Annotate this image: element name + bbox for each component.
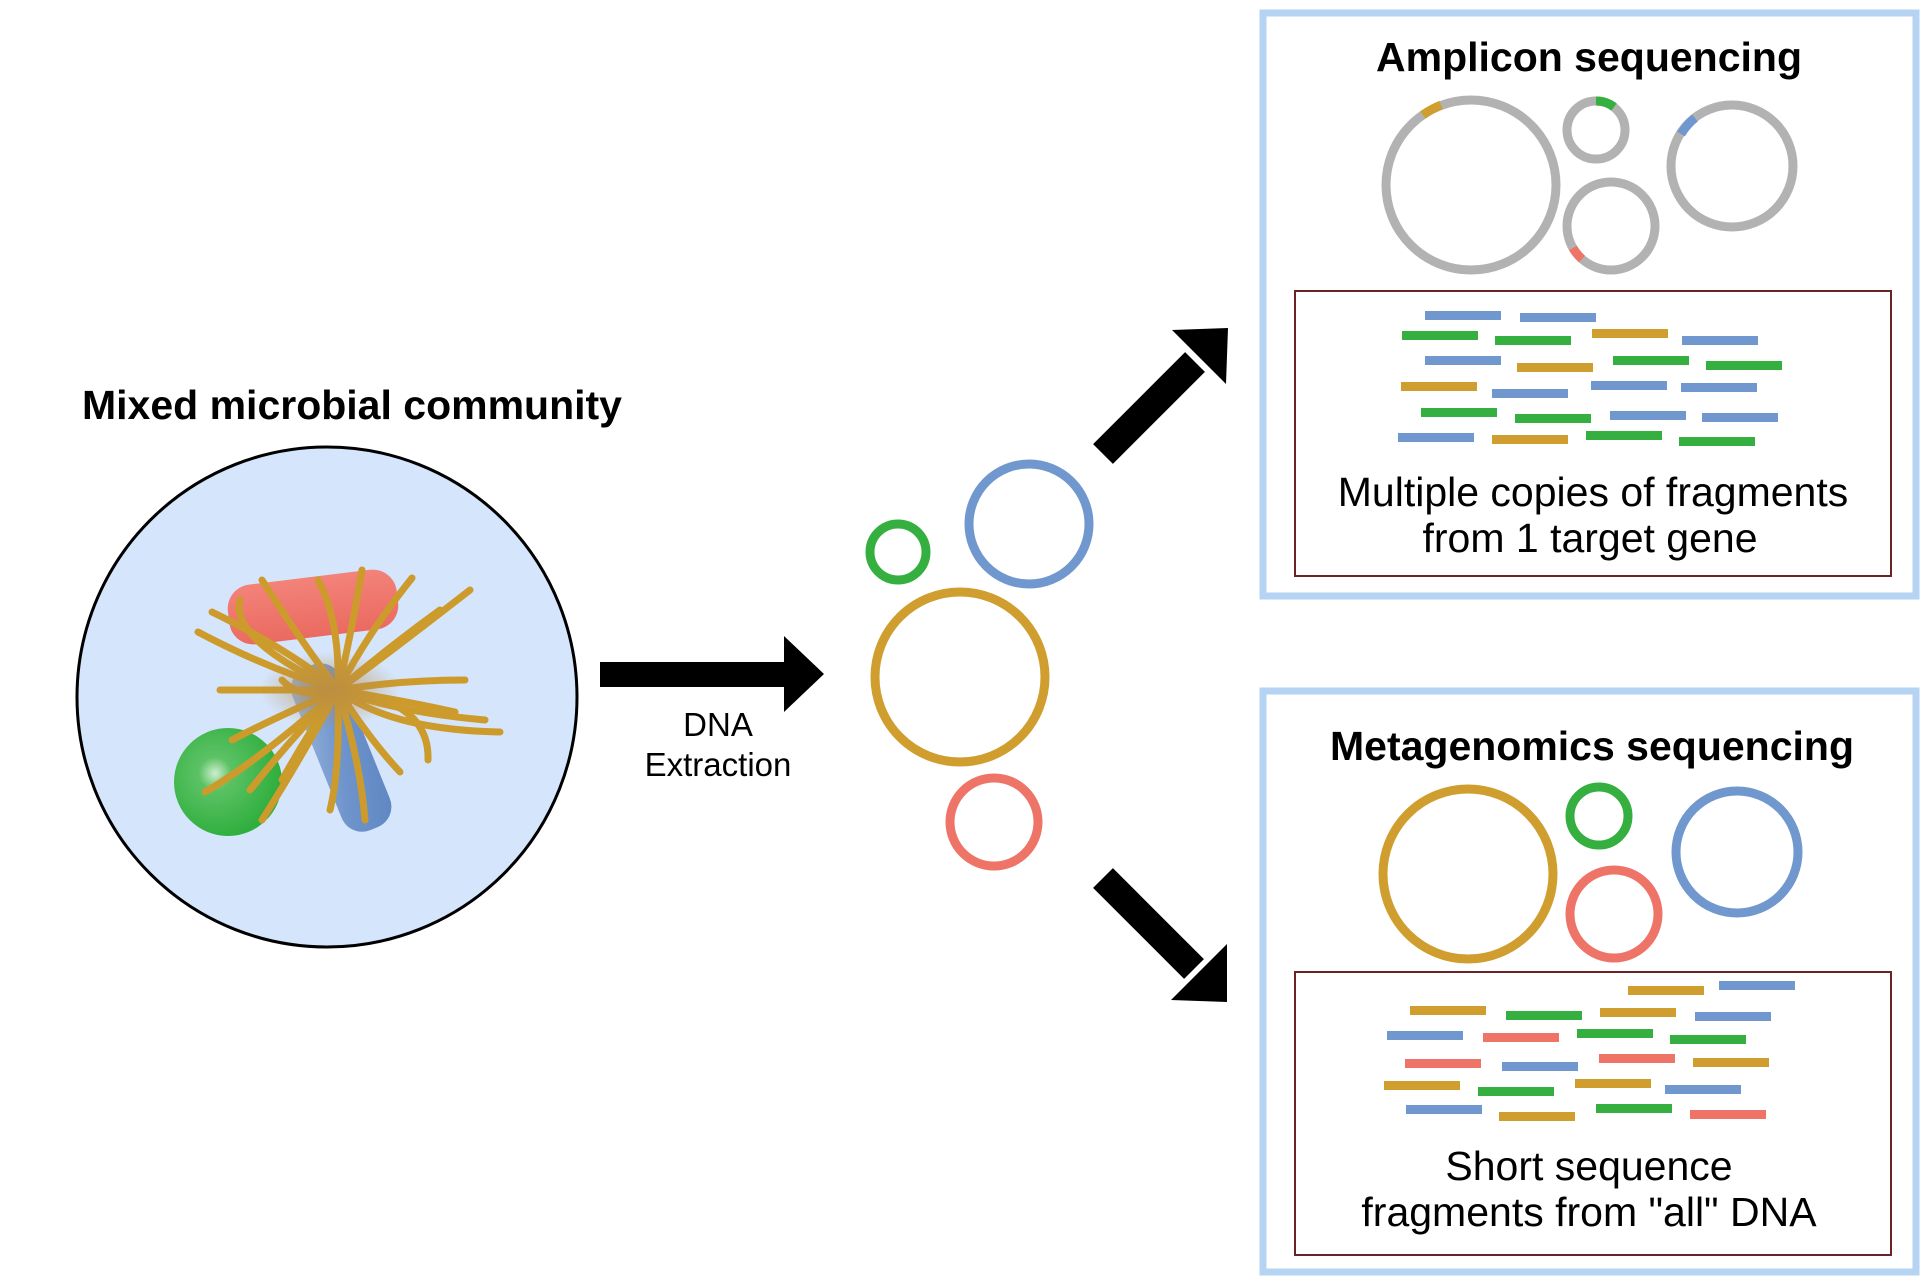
read — [1577, 1029, 1653, 1038]
metagenomics-panel: Metagenomics sequencing — [1259, 687, 1920, 1276]
read — [1599, 1054, 1675, 1063]
amplicon-genome-middle — [1562, 177, 1660, 275]
read — [1384, 1081, 1460, 1090]
amplicon-panel: Amplicon sequencing — [1259, 9, 1920, 600]
metagenomics-red-genome — [1565, 865, 1663, 963]
read — [1693, 1058, 1769, 1067]
read — [1681, 383, 1757, 392]
read — [1613, 356, 1689, 365]
read — [1502, 1062, 1578, 1071]
community-title: Mixed microbial community — [82, 382, 622, 428]
read — [1517, 363, 1593, 372]
amplicon-caption-line1: Multiple copies of fragments — [1338, 469, 1848, 515]
read — [1719, 981, 1795, 990]
extraction-label-line1: DNA — [683, 706, 753, 743]
metagenomics-reads — [1384, 981, 1795, 1121]
read — [1702, 413, 1778, 422]
read — [1483, 1033, 1559, 1042]
read — [1402, 331, 1478, 340]
read — [1405, 1059, 1481, 1068]
read — [1520, 313, 1596, 322]
metagenomics-reads-box — [1294, 971, 1892, 1256]
read — [1592, 329, 1668, 338]
metagenomics-green-genome — [1565, 782, 1633, 850]
read — [1575, 1079, 1651, 1088]
read — [1670, 1035, 1746, 1044]
metagenomics-blue-genome — [1671, 786, 1803, 918]
arrow-to-metagenomics — [1093, 868, 1227, 1002]
read — [1499, 1112, 1575, 1121]
metagenomics-caption-line2: fragments from "all" DNA — [1361, 1189, 1817, 1235]
extracted-dna — [865, 459, 1094, 871]
read — [1406, 1105, 1482, 1114]
read — [1591, 381, 1667, 390]
amplicon-genome-right — [1666, 100, 1798, 232]
read — [1706, 361, 1782, 370]
amplicon-caption-line2: from 1 target gene — [1422, 515, 1757, 561]
read — [1492, 435, 1568, 444]
read — [1387, 1031, 1463, 1040]
flagella-center — [260, 652, 400, 728]
read — [1410, 1006, 1486, 1015]
read — [1398, 433, 1474, 442]
amplicon-genomes — [1381, 95, 1798, 275]
read — [1401, 382, 1477, 391]
read — [1515, 414, 1591, 423]
read — [1586, 431, 1662, 440]
arrow-to-amplicon — [1093, 328, 1228, 464]
metagenomics-title: Metagenomics sequencing — [1330, 723, 1854, 769]
microbial-community-cell — [75, 445, 579, 949]
amplicon-title: Amplicon sequencing — [1376, 34, 1802, 80]
amplicon-reads — [1398, 311, 1782, 446]
extracted-blue-plasmid — [964, 459, 1094, 589]
metagenomics-gold-genome — [1378, 784, 1558, 964]
read — [1492, 389, 1568, 398]
read — [1478, 1087, 1554, 1096]
read — [1506, 1011, 1582, 1020]
read — [1610, 411, 1686, 420]
extraction-arrow — [600, 636, 824, 712]
extracted-gold-chromosome — [870, 587, 1050, 767]
read — [1600, 1008, 1676, 1017]
read — [1679, 437, 1755, 446]
amplicon-genome-large — [1381, 95, 1561, 275]
read — [1421, 408, 1497, 417]
metagenomics-genomes — [1378, 782, 1803, 964]
read — [1695, 1012, 1771, 1021]
read — [1682, 336, 1758, 345]
extracted-red-plasmid — [945, 773, 1043, 871]
read — [1495, 336, 1571, 345]
extracted-green-plasmid — [865, 519, 931, 585]
read — [1690, 1110, 1766, 1119]
read — [1425, 311, 1501, 320]
read — [1628, 986, 1704, 995]
extraction-label-line2: Extraction — [645, 746, 792, 783]
read — [1665, 1085, 1741, 1094]
metagenomics-caption-line1: Short sequence — [1445, 1143, 1732, 1189]
read — [1425, 356, 1501, 365]
read — [1596, 1104, 1672, 1113]
